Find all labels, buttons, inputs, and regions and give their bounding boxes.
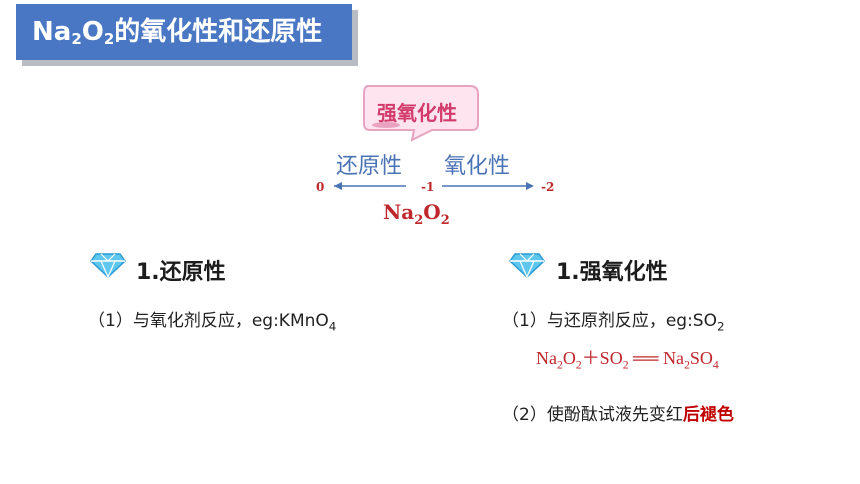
oxidizing-item-1: （1）与还原剂反应，eg:SO2 (502, 306, 725, 333)
eq-arrow: ══ (628, 348, 664, 368)
speech-bubble: 强氧化性 (362, 84, 484, 142)
eq-part: Na (663, 348, 685, 368)
eq-part: O (562, 348, 576, 368)
formula-sub: 2 (440, 213, 450, 228)
title-part: Na (32, 17, 72, 47)
formula-sub: 2 (414, 213, 424, 228)
title-banner: Na2O2的氧化性和还原性 (0, 0, 358, 66)
eq-sub: 2 (622, 358, 629, 372)
eq-part: Na (536, 348, 557, 368)
eq-part: SO (689, 348, 713, 368)
reducing-item-1: （1）与氧化剂反应，eg:KMnO4 (88, 306, 336, 333)
item-text: （1）与还原剂反应，eg:SO (502, 311, 717, 331)
compound-formula: Na2O2 (383, 200, 450, 228)
emphasis-text: 后褪色 (682, 405, 734, 425)
oxidation-number-minus2: -2 (541, 180, 555, 194)
eq-part: ＋SO (581, 348, 623, 368)
oxidation-number-0: 0 (316, 180, 325, 194)
item-sub: 2 (716, 319, 725, 334)
title-sub: 2 (103, 30, 115, 48)
formula-part: O (423, 200, 441, 224)
page-title: Na2O2的氧化性和还原性 (16, 4, 352, 60)
oxidation-number-minus1: -1 (421, 180, 435, 194)
diamond-icon (509, 253, 545, 278)
title-part: 的氧化性和还原性 (114, 17, 323, 47)
item-text: （1）与氧化剂反应，eg:KMnO (88, 311, 329, 331)
formula-part: Na (383, 200, 415, 224)
oxidizing-heading: 1.强氧化性 (556, 260, 668, 285)
reaction-equation: Na2O2＋SO2 ══ Na2SO4 (536, 344, 719, 372)
title-sub: 2 (71, 30, 82, 48)
item-sub: 4 (328, 319, 337, 334)
bubble-label: 强氧化性 (377, 101, 457, 125)
eq-sub: 2 (684, 358, 690, 372)
diamond-icon (90, 253, 126, 278)
reducing-label: 还原性 (336, 154, 403, 179)
item-text: （2）使酚酞试液先变红 (502, 405, 683, 425)
reducing-heading: 1.还原性 (136, 260, 226, 285)
oxidizing-label: 氧化性 (444, 154, 511, 179)
eq-sub: 2 (557, 358, 563, 372)
eq-sub: 4 (712, 358, 719, 372)
speech-bubble-shape (363, 85, 479, 142)
oxidation-state-arrows (334, 182, 534, 190)
eq-sub: 2 (575, 358, 582, 372)
oxidizing-item-2: （2）使酚酞试液先变红后褪色 (502, 400, 734, 425)
title-part: O (81, 17, 104, 47)
